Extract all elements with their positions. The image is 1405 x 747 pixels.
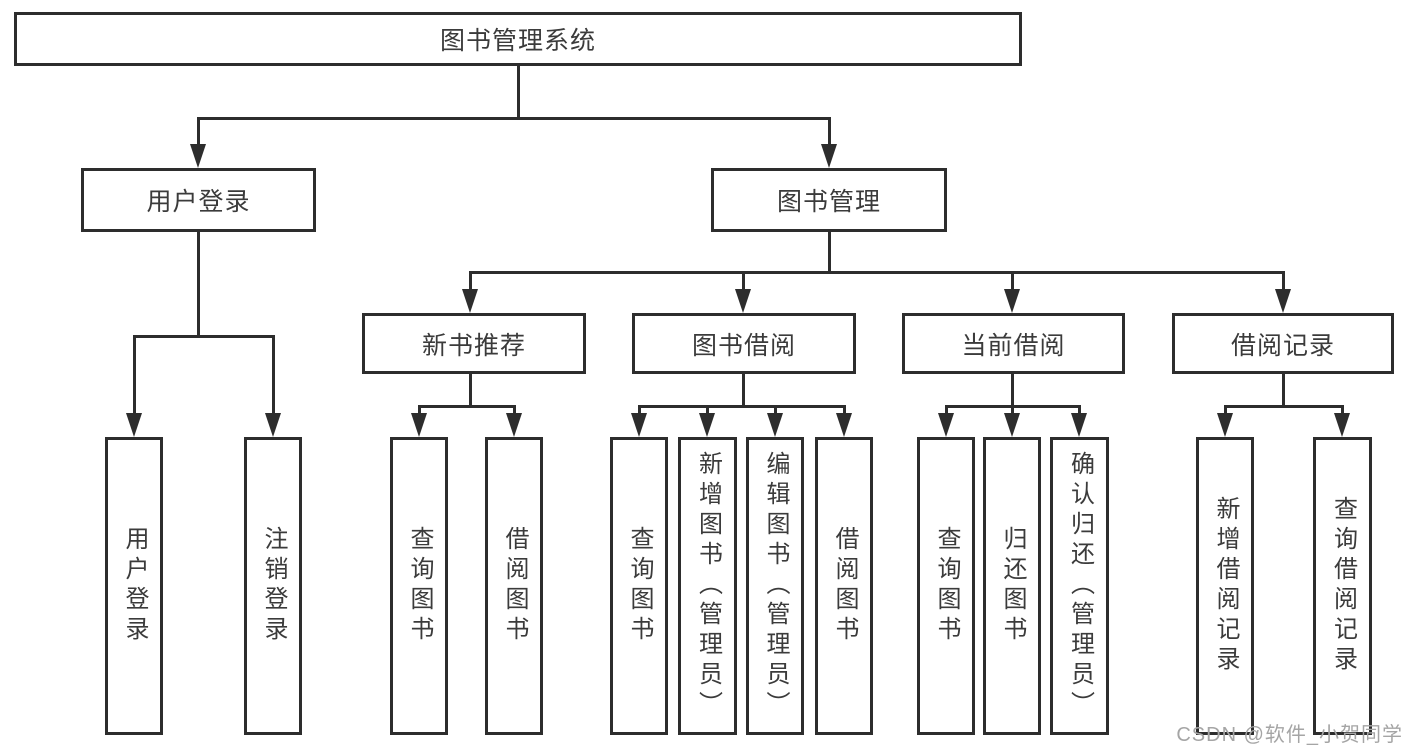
node-label: 借阅图书	[831, 526, 858, 646]
arrow-down-icon	[506, 413, 522, 437]
arrow-down-icon	[631, 413, 647, 437]
node-label: 图书借阅	[691, 331, 796, 360]
arrow-down-icon	[126, 413, 142, 437]
node-label: 图书管理系统	[439, 27, 596, 55]
connector-records-stem	[1282, 374, 1285, 407]
arrow-down-icon	[1004, 289, 1020, 313]
node-user-login: 用户登录	[81, 168, 316, 232]
arrow-down-icon	[1071, 413, 1087, 437]
connector-shaft	[1011, 271, 1014, 293]
leaf-query-books-recommend: 查询图书	[390, 437, 448, 735]
arrow-down-icon	[411, 413, 427, 437]
arrow-down-icon	[821, 144, 837, 168]
node-label: 归还图书	[999, 526, 1026, 646]
node-label: 新书推荐	[421, 331, 526, 360]
arrow-down-icon	[836, 413, 852, 437]
connector-current-borrow-stem	[1011, 374, 1014, 407]
csdn-watermark: CSDN @软件_小贺同学	[1176, 724, 1403, 746]
leaf-user-login: 用户登录	[105, 437, 163, 735]
arrow-down-icon	[462, 289, 478, 313]
node-label: 用户登录	[121, 526, 148, 646]
connector-shaft	[469, 271, 472, 293]
connector-shaft	[1078, 405, 1081, 415]
connector-records-split	[1224, 405, 1344, 408]
arrow-down-icon	[699, 413, 715, 437]
node-label: 编辑图书（管理员）	[762, 451, 789, 721]
connector-shaft	[197, 117, 200, 147]
arrow-down-icon	[735, 289, 751, 313]
leaf-borrow-books: 借阅图书	[815, 437, 873, 735]
connector-user-login-stem	[197, 232, 200, 337]
connector-shaft	[843, 405, 846, 415]
node-current-borrowing: 当前借阅	[902, 313, 1125, 374]
node-label: 查询图书	[626, 526, 653, 646]
leaf-query-borrow-record: 查询借阅记录	[1313, 437, 1372, 735]
leaf-borrow-books-recommend: 借阅图书	[485, 437, 543, 735]
connector-shaft	[1224, 405, 1227, 415]
node-label: 新增借阅记录	[1212, 496, 1239, 676]
leaf-add-borrow-record: 新增借阅记录	[1196, 437, 1254, 735]
arrow-down-icon	[1217, 413, 1233, 437]
node-library-management-system: 图书管理系统	[14, 12, 1022, 66]
connector-shaft	[1341, 405, 1344, 415]
node-label: 查询图书	[933, 526, 960, 646]
connector-shaft	[706, 405, 709, 415]
connector-shaft	[945, 405, 948, 415]
node-borrowing-records: 借阅记录	[1172, 313, 1394, 374]
arrow-down-icon	[1004, 413, 1020, 437]
node-label: 注销登录	[260, 526, 287, 646]
arrow-down-icon	[265, 413, 281, 437]
connector-shaft	[1282, 271, 1285, 293]
connector-user-login-split	[133, 335, 274, 338]
node-book-borrowing: 图书借阅	[632, 313, 856, 374]
arrow-down-icon	[1275, 289, 1291, 313]
node-new-book-recommendation: 新书推荐	[362, 313, 586, 374]
leaf-query-books-borrowing: 查询图书	[610, 437, 668, 735]
connector-book-borrow-split	[638, 405, 845, 408]
connector-shaft	[133, 335, 136, 417]
node-book-management: 图书管理	[711, 168, 947, 232]
connector-book-borrow-stem	[742, 374, 745, 407]
connector-shaft	[742, 271, 745, 293]
connector-root-stem	[517, 66, 520, 118]
node-label: 查询借阅记录	[1329, 496, 1357, 676]
arrow-down-icon	[938, 413, 954, 437]
connector-shaft	[1011, 405, 1014, 415]
node-label: 用户登录	[146, 188, 251, 216]
leaf-add-books-admin: 新增图书（管理员）	[678, 437, 737, 735]
connector-new-book-split	[418, 405, 515, 408]
connector-shaft	[272, 335, 275, 417]
node-label: 当前借阅	[961, 331, 1066, 360]
connector-shaft	[418, 405, 421, 415]
connector-root-split	[197, 117, 830, 120]
connector-book-mgmt-split	[469, 271, 1285, 274]
connector-book-mgmt-stem	[828, 232, 831, 273]
leaf-edit-books-admin: 编辑图书（管理员）	[746, 437, 804, 735]
node-label: 查询图书	[406, 526, 433, 646]
node-label: 新增图书（管理员）	[694, 451, 722, 721]
connector-shaft	[513, 405, 516, 415]
connector-new-book-stem	[469, 374, 472, 407]
arrow-down-icon	[1334, 413, 1350, 437]
leaf-return-books: 归还图书	[983, 437, 1041, 735]
connector-shaft	[828, 117, 831, 147]
node-label: 图书管理	[776, 188, 881, 216]
node-label: 借阅记录	[1230, 331, 1335, 360]
node-label: 确认归还（管理员）	[1066, 451, 1094, 721]
connector-shaft	[638, 405, 641, 415]
leaf-logout: 注销登录	[244, 437, 302, 735]
arrow-down-icon	[190, 144, 206, 168]
arrow-down-icon	[767, 413, 783, 437]
node-label: 借阅图书	[501, 526, 528, 646]
connector-shaft	[774, 405, 777, 415]
leaf-confirm-return-admin: 确认归还（管理员）	[1050, 437, 1109, 735]
leaf-query-books-current: 查询图书	[917, 437, 975, 735]
